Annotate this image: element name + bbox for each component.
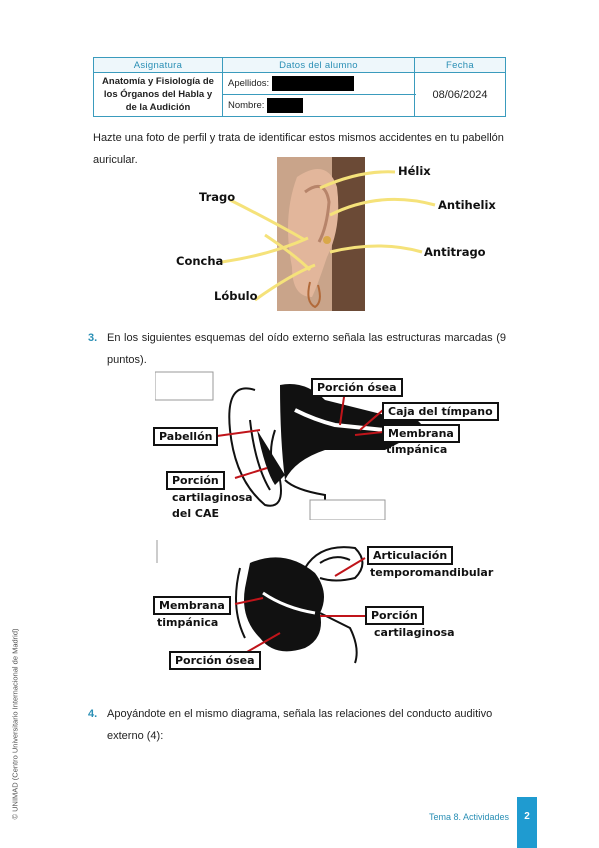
d1-cartilaginosa-text: cartilaginosa <box>172 491 253 504</box>
name-label: Nombre: <box>228 100 265 112</box>
label-antihelix: Antihelix <box>438 198 496 212</box>
name-cell: Nombre: <box>222 94 415 117</box>
label-helix: Hélix <box>398 164 431 178</box>
surname-cell: Apellidos: <box>222 72 415 95</box>
col-student-header: Datos del alumno <box>222 57 415 73</box>
header-table: Asignatura Datos del alumno Fecha Anatom… <box>93 57 506 117</box>
d2-articulacion-box: Articulación <box>367 546 454 565</box>
d1-porcion-box: Porción <box>166 471 225 490</box>
footer-label: Tema 8. Actividades <box>428 812 509 822</box>
d1-porcion-osea-box: Porción ósea <box>311 378 403 397</box>
question-4: 4. Apoyándote en el mismo diagrama, seña… <box>88 703 508 742</box>
d2-timpanica-text: timpánica <box>157 616 219 629</box>
d1-membrana-box: Membrana <box>382 424 460 443</box>
d2-membrana-box: Membrana <box>153 596 231 615</box>
d1-pabellon-box: Pabellón <box>153 427 219 446</box>
d1-cae-text: del CAE <box>172 507 220 520</box>
name-redaction <box>267 98 304 113</box>
col-subject-header: Asignatura <box>93 57 223 73</box>
question-4-text: Apoyándote en el mismo diagrama, señala … <box>107 708 493 742</box>
ear-photo <box>277 157 365 311</box>
question-3-text: En los siguientes esquemas del oído exte… <box>107 332 506 366</box>
label-antitrago: Antitrago <box>424 245 486 259</box>
d1-timpanica-text: timpánica <box>386 443 448 456</box>
page-number: 2 <box>517 797 537 848</box>
d2-porcion-box: Porción <box>365 606 424 625</box>
col-date-header: Fecha <box>414 57 506 73</box>
label-concha: Concha <box>176 254 224 268</box>
question-4-number: 4. <box>88 708 98 720</box>
side-copyright: © UNIMAD (Centro Universitario Internaci… <box>10 628 20 820</box>
label-trago: Trago <box>199 190 236 204</box>
d2-cartilaginosa-text: cartilaginosa <box>374 626 455 639</box>
question-3: 3. En los siguientes esquemas del oído e… <box>88 327 508 366</box>
date-cell: 08/06/2024 <box>414 72 506 117</box>
d2-porcion-osea-box: Porción ósea <box>169 651 261 670</box>
d1-caja-timpano-box: Caja del tímpano <box>382 402 499 421</box>
surname-label: Apellidos: <box>228 78 270 90</box>
label-lobulo: Lóbulo <box>214 289 258 303</box>
surname-redaction <box>272 76 355 91</box>
d2-temporomandibular-text: temporomandibular <box>370 566 494 579</box>
question-3-number: 3. <box>88 332 98 344</box>
ear-diagram-1 <box>155 371 425 520</box>
photo-label-lines <box>221 170 436 302</box>
intro-paragraph: Hazte una foto de perfil y trata de iden… <box>93 132 504 166</box>
subject-cell: Anatomía y Fisiología de los Órganos del… <box>93 72 223 117</box>
